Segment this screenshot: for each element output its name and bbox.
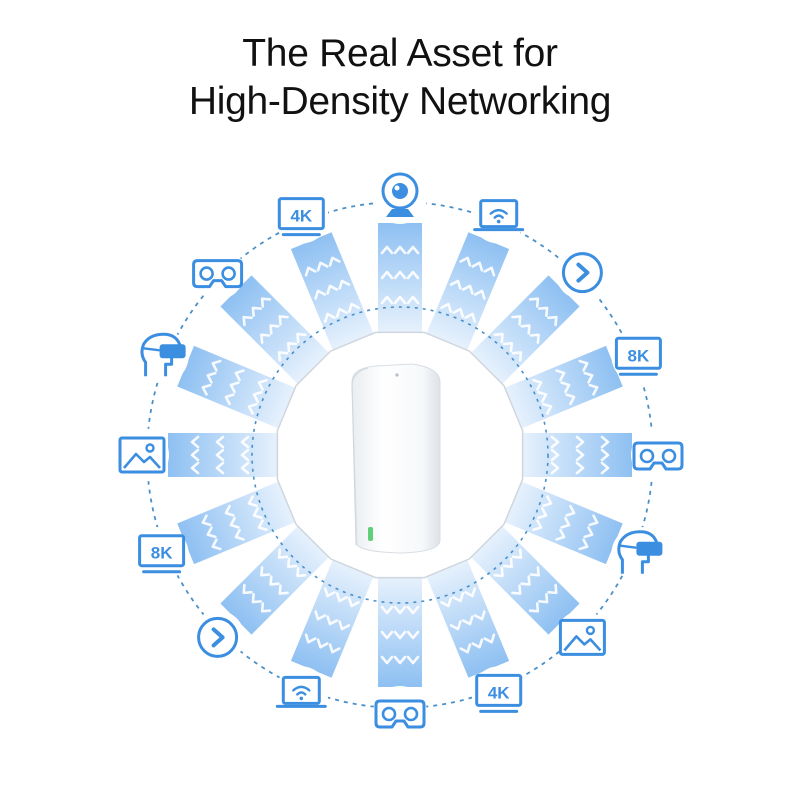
laptop-wifi-icon bbox=[274, 666, 329, 721]
signal-beam bbox=[220, 522, 333, 635]
coverage-ring-inner bbox=[251, 306, 549, 604]
webcam-icon bbox=[373, 170, 427, 224]
headline-line-1: The Real Asset for bbox=[242, 32, 558, 75]
signal-beam bbox=[467, 522, 580, 635]
mesh-router bbox=[351, 363, 441, 554]
monitor-8k-icon: 8K bbox=[611, 329, 666, 384]
connected-devices: 8K 4K 8K 4K bbox=[115, 170, 685, 740]
play-circle-icon bbox=[555, 245, 610, 300]
signal-beam bbox=[467, 275, 580, 388]
monitor-4k-icon: 4K bbox=[274, 189, 329, 244]
vr-goggles-icon bbox=[373, 686, 427, 740]
signal-beam bbox=[177, 345, 300, 431]
signal-beam bbox=[518, 433, 632, 477]
signal-beam bbox=[424, 555, 510, 678]
vr-headset-user-icon bbox=[611, 526, 666, 581]
signal-beam bbox=[424, 232, 510, 355]
signal-beam bbox=[500, 345, 623, 431]
vr-goggles-icon bbox=[631, 428, 685, 482]
picture-icon bbox=[115, 428, 169, 482]
headline: The Real Asset for High-Density Networki… bbox=[0, 30, 800, 126]
signal-beam bbox=[168, 433, 282, 477]
signal-beam bbox=[290, 232, 376, 355]
laptop-wifi-icon bbox=[471, 189, 526, 244]
signal-beam bbox=[290, 555, 376, 678]
monitor-8k-icon: 8K bbox=[134, 526, 189, 581]
resolution-label: 4K bbox=[488, 683, 510, 702]
signal-beam bbox=[500, 479, 623, 565]
vr-headset-user-icon bbox=[134, 329, 189, 384]
signal-beam bbox=[177, 479, 300, 565]
vr-goggles-icon bbox=[190, 245, 245, 300]
status-led bbox=[368, 527, 373, 541]
play-circle-icon bbox=[190, 610, 245, 665]
resolution-label: 8K bbox=[628, 346, 650, 365]
signal-beam bbox=[378, 223, 422, 337]
headline-line-2: High-Density Networking bbox=[188, 80, 612, 123]
picture-icon bbox=[555, 610, 610, 665]
resolution-label: 8K bbox=[151, 544, 173, 563]
signal-beams bbox=[168, 223, 632, 687]
resolution-label: 4K bbox=[290, 207, 312, 226]
monitor-4k-icon: 4K bbox=[471, 666, 526, 721]
signal-beam bbox=[378, 573, 422, 687]
signal-beam bbox=[220, 275, 333, 388]
